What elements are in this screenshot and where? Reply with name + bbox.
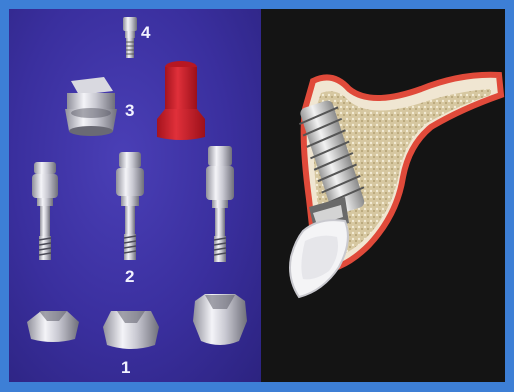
components-illustration bbox=[9, 9, 261, 382]
base-3-icon bbox=[193, 294, 247, 345]
label-part-3: 3 bbox=[125, 102, 134, 119]
components-panel: 4 3 2 1 bbox=[9, 9, 261, 382]
base-1-icon bbox=[27, 311, 79, 342]
screw-1-icon bbox=[32, 162, 58, 260]
screw-2-icon bbox=[116, 152, 144, 260]
screw-3-icon bbox=[206, 146, 234, 262]
label-part-1: 1 bbox=[121, 359, 130, 376]
silver-cap-icon bbox=[65, 77, 117, 136]
label-part-4: 4 bbox=[141, 24, 150, 41]
implant-cross-section-panel bbox=[261, 9, 505, 382]
red-sleeve-icon bbox=[157, 61, 205, 140]
small-screw-icon bbox=[123, 17, 137, 58]
implant-illustration bbox=[261, 9, 505, 382]
label-part-2: 2 bbox=[125, 268, 134, 285]
base-2-icon bbox=[103, 311, 159, 349]
crown-icon bbox=[290, 220, 348, 297]
